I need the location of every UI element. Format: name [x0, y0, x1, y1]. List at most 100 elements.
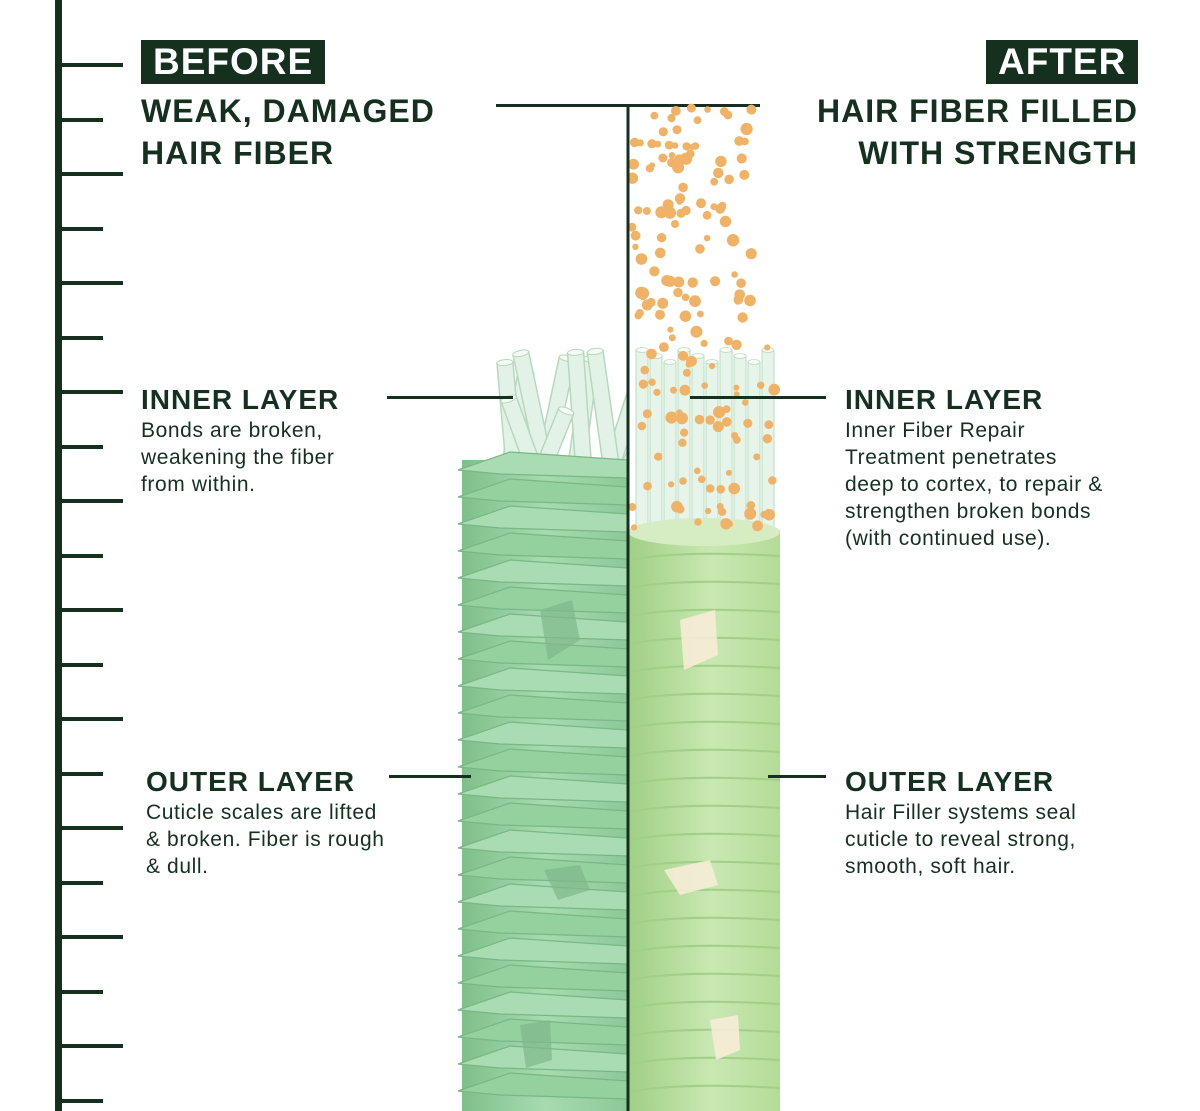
smooth-scale-edge	[628, 944, 781, 953]
after-heading-line1: HAIR FIBER FILLED	[817, 93, 1138, 129]
repair-particle	[645, 164, 654, 173]
lifted-scale	[457, 478, 628, 506]
repair-particle	[679, 477, 687, 485]
repair-particle	[638, 379, 648, 389]
repair-particle	[752, 520, 763, 532]
before-outer-body: Cuticle scales are lifted & broken. Fibe…	[146, 799, 385, 880]
repair-particle	[658, 127, 668, 137]
repair-particle	[702, 210, 712, 220]
repair-particle	[700, 339, 708, 347]
repair-particle	[731, 432, 739, 440]
repair-particle	[697, 310, 704, 318]
repair-particle	[640, 365, 650, 375]
repair-particle	[716, 503, 724, 510]
repair-particle	[743, 418, 753, 428]
lifted-scale	[457, 559, 628, 587]
repair-particle	[671, 106, 681, 116]
repair-particle	[628, 503, 637, 511]
repair-particle	[705, 507, 712, 515]
repair-particle	[668, 334, 676, 342]
repair-particle	[673, 276, 685, 288]
smooth-cuticle-scales	[628, 552, 781, 1093]
repair-particle	[630, 230, 641, 241]
repair-particle	[635, 309, 644, 318]
repair-particle	[678, 350, 689, 361]
repair-particle	[650, 111, 659, 120]
ruler-line	[55, 0, 62, 1111]
after-heading-line2: WITH STRENGTH	[858, 135, 1138, 171]
repair-particle	[673, 287, 683, 298]
hair-fiber-illustration	[457, 103, 781, 1111]
ruler-tick	[62, 990, 103, 994]
lifted-scale	[457, 1072, 628, 1100]
repair-particles	[628, 103, 780, 532]
filled-gap	[710, 1015, 740, 1060]
smooth-scale-edge	[628, 1000, 781, 1009]
smooth-scale-edge	[628, 860, 781, 869]
repair-particle	[736, 278, 746, 288]
lifted-scale	[457, 505, 628, 533]
repair-particle	[764, 344, 771, 351]
repair-particle	[725, 469, 732, 476]
repair-particle	[740, 122, 753, 136]
smooth-scale-edge	[628, 916, 781, 925]
repair-particle	[746, 501, 756, 510]
lifted-scale	[457, 694, 628, 722]
repair-particle	[753, 453, 761, 461]
before-heading-line1: WEAK, DAMAGED	[141, 93, 435, 129]
repair-particle	[731, 271, 738, 278]
after-inner-line3: deep to cortex, to repair &	[845, 473, 1103, 496]
smooth-scale-edge	[628, 608, 781, 617]
smooth-scale-edge	[628, 1084, 781, 1093]
repair-particle	[629, 137, 640, 148]
repair-particle	[667, 114, 676, 123]
repair-particle	[764, 420, 774, 429]
repair-particle	[715, 203, 726, 214]
repair-particle	[642, 409, 652, 419]
repaired-strand-end	[663, 359, 677, 365]
smooth-scale-edge	[628, 748, 781, 757]
ruler-tick	[62, 390, 123, 394]
repair-particle	[668, 152, 676, 159]
repair-particle	[722, 417, 732, 427]
repair-particle	[737, 312, 748, 323]
repair-particle	[701, 382, 708, 389]
after-badge: AFTER	[986, 40, 1139, 84]
ruler-tick	[62, 881, 103, 885]
ruler-tick	[62, 336, 103, 340]
repair-particle	[635, 253, 648, 265]
repaired-strand	[733, 355, 747, 547]
repair-particle	[664, 206, 676, 219]
repair-particle	[682, 368, 691, 377]
repair-particle	[655, 206, 668, 219]
repair-particle	[689, 295, 701, 308]
ruler-tick	[62, 118, 103, 122]
repair-particle	[734, 298, 741, 305]
lifted-scale	[457, 937, 628, 965]
repair-particle	[741, 137, 749, 146]
after-outer-title: OUTER LAYER	[845, 766, 1055, 797]
repair-particle	[696, 198, 706, 209]
repair-particle	[733, 384, 740, 391]
ruler-tick	[62, 717, 123, 721]
repair-particle	[678, 438, 687, 447]
repaired-strand-end	[747, 359, 761, 365]
repair-particle	[710, 177, 719, 186]
repair-particle	[646, 297, 656, 307]
ruler-tick	[62, 445, 103, 449]
repair-particle	[658, 153, 668, 163]
repair-particle	[631, 524, 638, 531]
ruler-tick	[62, 499, 123, 503]
repair-particle	[715, 155, 727, 168]
after-outer-body: Hair Filler systems seal cuticle to reve…	[845, 799, 1076, 880]
after-inner-line5: (with continued use).	[845, 527, 1052, 550]
lifted-cuticle-scales	[457, 451, 628, 1100]
repair-particle	[733, 391, 740, 398]
repair-particle	[664, 140, 674, 150]
repair-particle	[664, 275, 676, 287]
repair-particle	[712, 421, 724, 433]
repair-particle	[655, 309, 665, 320]
repair-particle	[682, 142, 691, 151]
after-inner-leader	[690, 396, 826, 399]
after-outer-leader	[768, 775, 826, 778]
